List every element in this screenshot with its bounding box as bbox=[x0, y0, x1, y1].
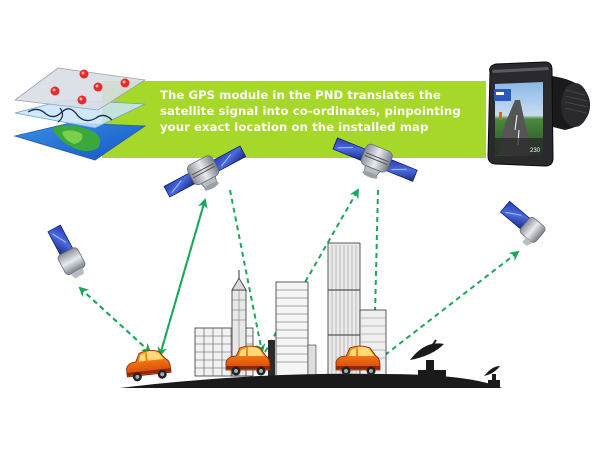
banner-caption: The GPS module in the PND translates the… bbox=[160, 87, 480, 135]
pnd-device-icon: 230 bbox=[487, 61, 590, 167]
banner-line: The GPS module in the PND translates the bbox=[160, 88, 441, 102]
city-skyline bbox=[194, 242, 387, 377]
satellite-icon bbox=[332, 137, 418, 182]
satellite-dish-icon bbox=[484, 366, 500, 388]
ground bbox=[120, 373, 502, 388]
car-icon bbox=[126, 349, 172, 382]
banner-line: your exact location on the installed map bbox=[160, 120, 429, 134]
info-banner bbox=[102, 81, 486, 158]
car-icon bbox=[225, 345, 271, 376]
banner-line: satellite signal into co-ordinates, pinp… bbox=[160, 104, 461, 118]
satellite-dish-icon bbox=[410, 339, 446, 378]
pnd-distance: 230 bbox=[530, 148, 541, 154]
satellite-icon bbox=[499, 200, 546, 246]
satellite-icon bbox=[163, 145, 247, 198]
satellite-icon bbox=[47, 224, 86, 279]
car-icon bbox=[335, 345, 381, 376]
map-layers-icon bbox=[13, 67, 147, 161]
signal-paths bbox=[78, 188, 520, 358]
